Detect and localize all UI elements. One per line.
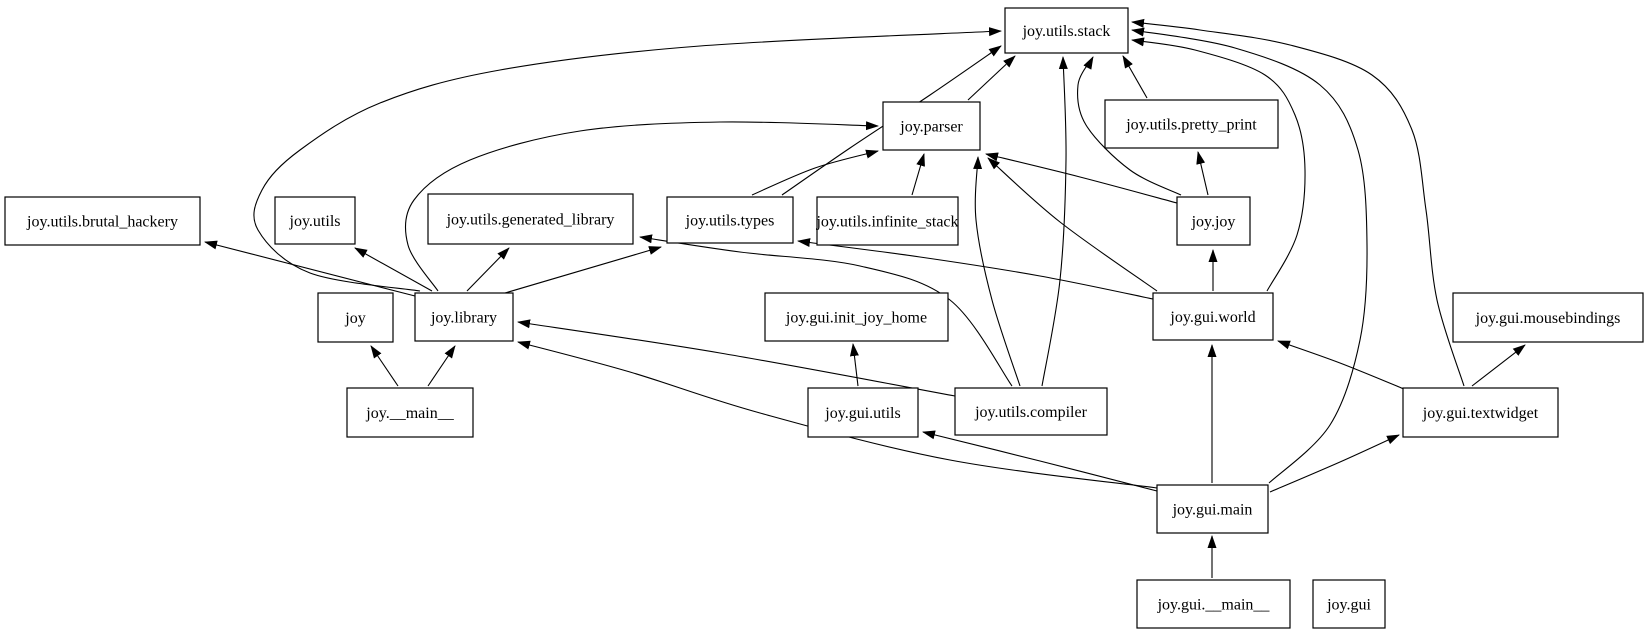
node-joy-label: joy (344, 310, 365, 327)
node-infinite_stack: joy.utils.infinite_stack (815, 196, 959, 246)
node-gui_utils-label: joy.gui.utils (824, 405, 900, 422)
node-world: joy.gui.world (1152, 292, 1274, 341)
node-library: joy.library (414, 292, 514, 342)
edge-gui_main-to-textwidget (1269, 434, 1400, 493)
node-gui_main-box (1156, 484, 1269, 534)
node-world-label: joy.gui.world (1169, 309, 1255, 326)
node-mousebindings-label: joy.gui.mousebindings (1475, 310, 1621, 327)
edge-gui_utils-to-init_joy_home (849, 343, 859, 387)
node-gui-box (1312, 579, 1386, 629)
node-gui_main_mod: joy.gui.__main__ (1136, 579, 1291, 629)
node-init_joy_home-box (764, 292, 949, 342)
node-joy-box (317, 292, 394, 343)
edge-gui_main-to-library (517, 340, 1158, 489)
node-types-box (666, 196, 794, 244)
node-compiler-box (954, 387, 1108, 436)
node-init_joy_home: joy.gui.init_joy_home (764, 292, 949, 342)
edge-textwidget-to-mousebindings (1471, 344, 1526, 387)
edge-joy_joy-to-pretty_print (1196, 151, 1209, 196)
edge-parser-to-stack (967, 55, 1016, 101)
node-pretty_print-label: joy.utils.pretty_print (1125, 117, 1257, 134)
node-gui_utils-box (807, 387, 919, 438)
edges-layer (204, 18, 1526, 578)
node-generated_library: joy.utils.generated_library (427, 193, 634, 245)
node-world-box (1152, 292, 1274, 341)
edge-textwidget-to-world (1277, 340, 1405, 390)
node-mousebindings-box (1452, 292, 1644, 343)
node-compiler: joy.utils.compiler (954, 387, 1108, 436)
edge-main_mod-to-joy (370, 345, 399, 387)
edge-gui_main-to-gui_utils (922, 430, 1158, 492)
node-parser-box (882, 101, 981, 151)
node-compiler-label: joy.utils.compiler (974, 404, 1088, 421)
node-utils: joy.utils (274, 196, 356, 245)
node-brutal_hackery-label: joy.utils.brutal_hackery (26, 214, 178, 231)
node-pretty_print-box (1104, 99, 1279, 149)
edge-library-to-types (504, 246, 662, 294)
edge-pretty_print-to-stack (1122, 55, 1148, 99)
node-stack-label: joy.utils.stack (1022, 23, 1111, 40)
node-textwidget-label: joy.gui.textwidget (1422, 405, 1539, 422)
edge-infinite_stack-to-parser (911, 153, 925, 196)
node-library-box (414, 292, 514, 342)
node-gui_utils: joy.gui.utils (807, 387, 919, 438)
node-library-label: joy.library (430, 310, 497, 327)
node-main_mod-box (346, 387, 474, 438)
node-joy_joy: joy.joy (1176, 196, 1251, 246)
node-gui_main_mod-box (1136, 579, 1291, 629)
edge-compiler-to-generated_library (639, 234, 1013, 387)
node-pretty_print: joy.utils.pretty_print (1104, 99, 1279, 149)
node-generated_library-box (427, 193, 634, 245)
node-stack: joy.utils.stack (1004, 7, 1129, 54)
node-brutal_hackery: joy.utils.brutal_hackery (4, 196, 201, 246)
edge-compiler-to-library (517, 319, 956, 397)
node-types: joy.utils.types (666, 196, 794, 244)
edge-world-to-stack (1131, 37, 1306, 292)
node-gui_main-label: joy.gui.main (1172, 502, 1253, 519)
node-joy_joy-box (1176, 196, 1251, 246)
node-gui-label: joy.gui (1326, 597, 1371, 614)
node-infinite_stack-label: joy.utils.infinite_stack (815, 214, 958, 231)
node-init_joy_home-label: joy.gui.init_joy_home (785, 310, 927, 327)
edge-library-to-utils (354, 247, 433, 292)
edge-main_mod-to-library (427, 345, 456, 387)
nodes-layer: joy.utils.stack joy.parser joy.utils.prett… (4, 7, 1644, 629)
edge-library-to-parser (404, 121, 879, 292)
edge-joy_joy-to-stack (1076, 56, 1182, 196)
node-gui_main: joy.gui.main (1156, 484, 1269, 534)
edge-library-to-generated_library (466, 247, 510, 292)
edge-joy_joy-to-parser (985, 152, 1178, 204)
node-utils-box (274, 196, 356, 245)
edge-compiler-to-stack (1041, 56, 1068, 387)
node-textwidget: joy.gui.textwidget (1402, 387, 1559, 438)
edge-library-to-brutal_hackery (204, 240, 416, 297)
node-generated_library-label: joy.utils.generated_library (446, 212, 615, 229)
edge-types-to-parser (751, 149, 879, 196)
node-infinite_stack-box (816, 196, 959, 246)
node-types-label: joy.utils.types (685, 213, 775, 230)
edge-gui_main-to-stack (1131, 27, 1368, 484)
node-parser: joy.parser (882, 101, 981, 151)
edge-world-to-types (797, 238, 1154, 300)
node-utils-label: joy.utils (289, 213, 341, 230)
edge-library-to-stack (253, 27, 1002, 292)
edge-textwidget-to-stack (1131, 18, 1465, 387)
node-joy_joy-label: joy.joy (1191, 214, 1236, 231)
node-parser-label: joy.parser (899, 119, 963, 136)
node-gui_main_mod-label: joy.gui.__main__ (1157, 597, 1271, 614)
node-mousebindings: joy.gui.mousebindings (1452, 292, 1644, 343)
node-stack-box (1004, 7, 1129, 54)
node-textwidget-box (1402, 387, 1559, 438)
edge-world-to-parser (987, 157, 1158, 292)
node-brutal_hackery-box (4, 196, 201, 246)
node-gui: joy.gui (1312, 579, 1386, 629)
node-joy: joy (317, 292, 394, 343)
node-main_mod: joy.__main__ (346, 387, 474, 438)
node-main_mod-label: joy.__main__ (365, 405, 454, 422)
